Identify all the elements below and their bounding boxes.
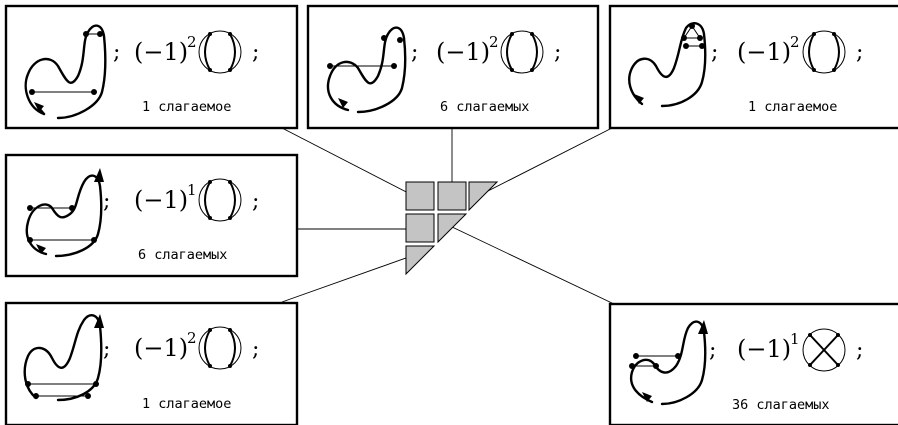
separator: ; — [113, 40, 120, 65]
exponent: 2 — [187, 33, 197, 51]
term-count: 6 слагаемых — [440, 99, 529, 115]
leader-top-left — [281, 127, 419, 199]
sign-term: (−1) — [134, 334, 188, 362]
leader-top-right — [483, 127, 613, 194]
leader-lines — [278, 127, 615, 305]
knot-diagram — [628, 22, 707, 108]
term-count: 6 слагаемых — [138, 247, 227, 263]
panel-top-left: ; (−1) 2 ; 1 слагаемое — [4, 4, 299, 130]
separator: ; — [252, 40, 259, 65]
sign-term: (−1) — [134, 186, 188, 214]
sign-term: (−1) — [737, 38, 791, 66]
separator: ; — [856, 40, 863, 65]
panel-top-middle: ; (−1) 2 ; 6 слагаемых — [306, 4, 600, 130]
tableau-triangle-2-2 — [437, 213, 468, 244]
panel-top-right: ; (−1) 2 ; 1 слагаемое — [608, 4, 898, 130]
panel-bottom-left: ; (−1) 2 ; 1 слагаемое — [4, 301, 299, 425]
separator: ; — [103, 337, 110, 362]
term-count: 1 слагаемое — [142, 99, 231, 115]
sign-term: (−1) — [737, 335, 791, 363]
exponent: 1 — [187, 181, 197, 199]
knot-diagram — [24, 24, 107, 120]
term-count: 1 слагаемое — [748, 99, 837, 115]
term-count: 1 слагаемое — [142, 396, 231, 412]
separator: ; — [856, 338, 863, 363]
exponent: 1 — [790, 330, 800, 348]
staircase-tableau — [405, 181, 499, 276]
tableau-triangle-3-1 — [405, 245, 436, 276]
panel-middle-left: ; (−1) 1 ; 6 слагаемых — [4, 153, 299, 278]
tableau-cell-1-1 — [405, 181, 435, 211]
separator: ; — [103, 189, 110, 214]
tableau-cell-1-2 — [437, 181, 467, 211]
leader-bottom-left — [281, 252, 421, 303]
knot-diagram — [326, 26, 407, 114]
separator: ; — [711, 40, 718, 65]
exponent: 2 — [790, 33, 800, 51]
separator: ; — [252, 189, 259, 214]
leader-bottom-right — [449, 225, 615, 305]
sign-term: (−1) — [134, 38, 188, 66]
term-count: 36 слагаемых — [732, 397, 830, 413]
separator: ; — [411, 40, 418, 65]
exponent: 2 — [187, 329, 197, 347]
knot-diagram — [23, 314, 104, 402]
exponent: 2 — [489, 33, 499, 51]
panel-bottom-right: ; (−1) 1 ; 36 слагаемых — [608, 302, 898, 425]
separator: ; — [252, 337, 259, 362]
separator: ; — [554, 40, 561, 65]
tableau-cell-2-1 — [405, 213, 435, 243]
separator: ; — [709, 338, 716, 363]
tableau-triangle-1-3 — [468, 181, 499, 212]
knot-diagram — [25, 168, 104, 258]
sign-term: (−1) — [436, 38, 490, 66]
knot-diagram — [629, 320, 708, 406]
